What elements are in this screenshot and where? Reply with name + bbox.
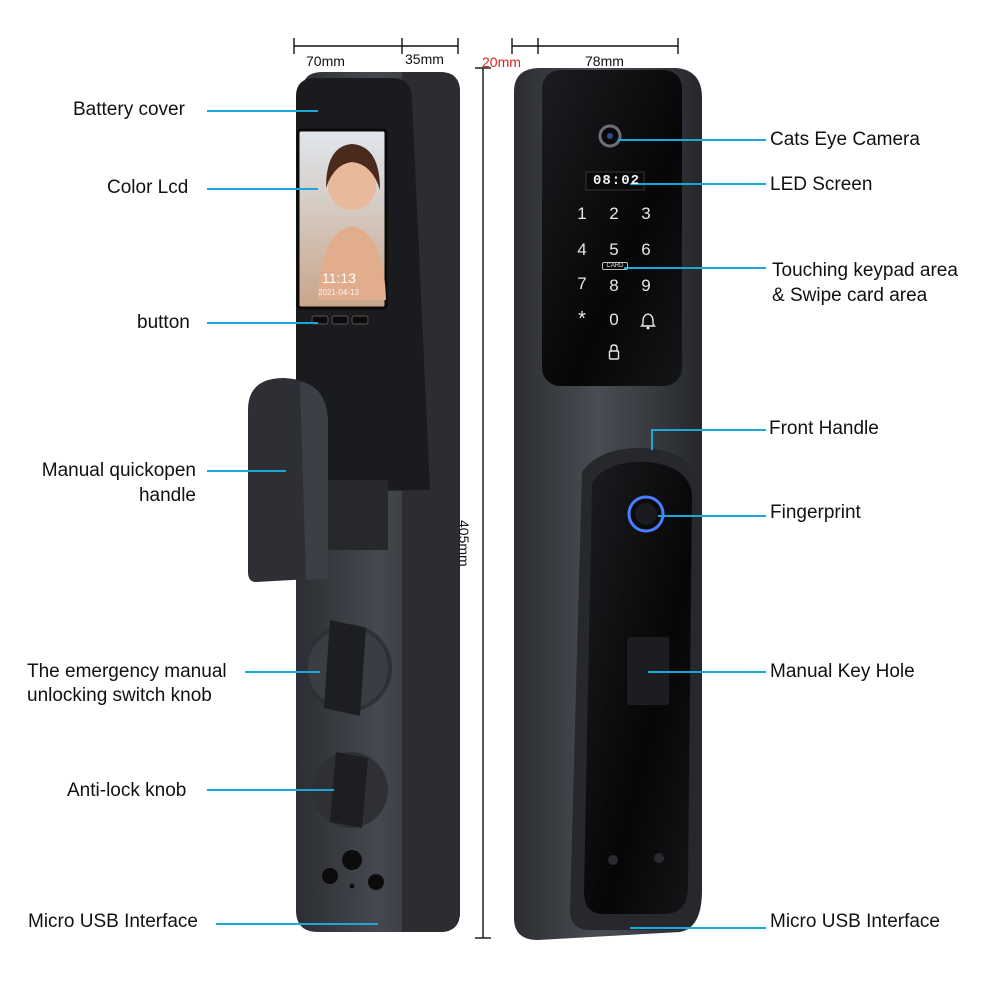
key-2[interactable]: 2 [609,204,619,223]
key-9[interactable]: 9 [641,276,651,295]
glass-panel [542,70,682,386]
emergency-knob [324,620,366,716]
front-panel [514,68,702,940]
key-star[interactable]: * [578,308,586,330]
label-quickopen-2: handle [138,485,196,506]
key-6[interactable]: 6 [641,240,651,259]
label-emergency-2: unlocking switch knob [27,685,212,706]
lcd-date: 2021-04-13 [318,288,359,297]
antilock-knob [330,752,368,828]
key-1[interactable]: 1 [577,204,587,223]
dim-width-front: 78mm [585,53,624,69]
label-fingerprint: Fingerprint [770,502,861,523]
label-usb-right: Micro USB Interface [770,911,940,932]
label-front-handle: Front Handle [769,418,879,439]
label-battery-cover: Battery cover [73,99,185,120]
label-led: LED Screen [770,174,873,195]
lock-icon[interactable] [608,344,620,360]
leader-lines [207,110,766,929]
label-keypad-2: & Swipe card area [772,285,928,306]
lcd-button-2 [331,315,349,325]
label-key-hole: Manual Key Hole [770,661,915,682]
lcd-button-3 [351,315,369,325]
dim-height: 405mm [456,520,472,567]
back-panel [248,72,460,932]
label-button: button [137,312,190,333]
bell-icon[interactable] [640,312,656,330]
dim-gap: 20mm [482,54,521,70]
keypad: 1 2 3 4 5 6 CARD 7 8 9 * 0 [566,200,666,370]
label-emergency-1: The emergency manual [27,661,227,682]
key-8[interactable]: 8 [609,276,619,295]
led-time: 08:02 [593,173,641,189]
label-camera: Cats Eye Camera [770,129,920,150]
label-quickopen-1: Manual quickopen [41,460,196,481]
lcd-face [328,162,376,210]
lcd-time: 11:13 [322,270,356,286]
key-0[interactable]: 0 [609,310,619,329]
card-label: CARD [602,262,628,270]
label-color-lcd: Color Lcd [107,177,189,198]
dimension-lines [293,38,679,939]
key-4[interactable]: 4 [577,240,587,259]
label-antilock: Anti-lock knob [67,780,187,801]
key-3[interactable]: 3 [641,204,651,223]
label-keypad-1: Touching keypad area [772,260,958,281]
led-display [585,171,645,191]
dim-depth-back: 35mm [405,51,444,67]
label-usb-left: Micro USB Interface [28,911,198,932]
key-5[interactable]: 5 [609,240,619,259]
dim-width-back: 70mm [306,53,345,69]
key-7[interactable]: 7 [577,274,587,293]
